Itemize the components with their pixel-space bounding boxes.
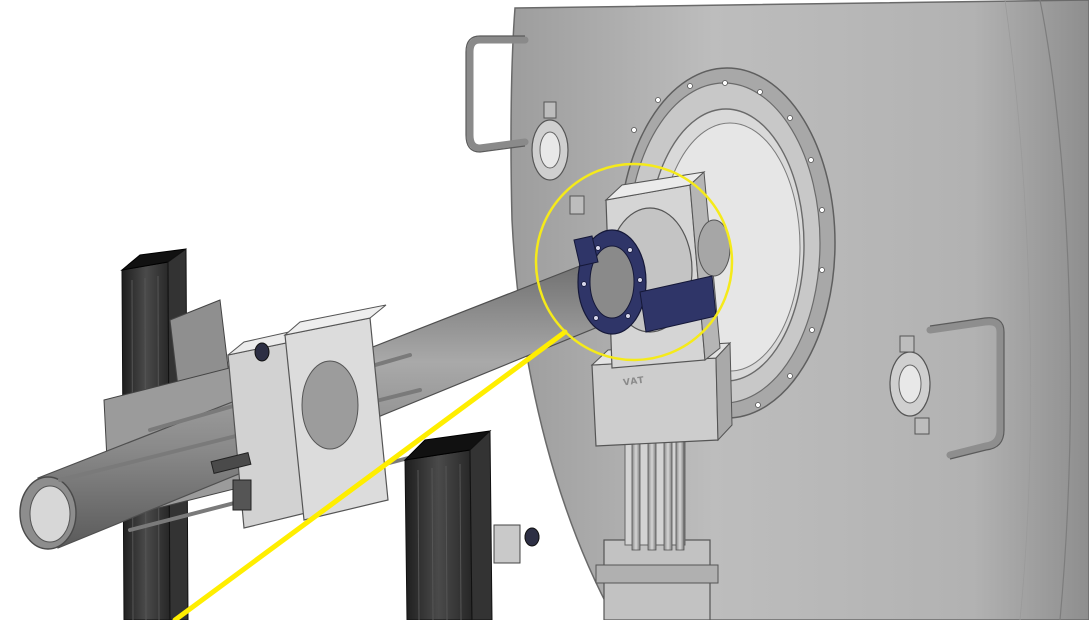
flange-clamp — [573, 229, 717, 335]
handle-upper-outline — [465, 35, 526, 153]
gate-valve-stand — [595, 424, 719, 620]
support-frame-right — [403, 429, 540, 620]
beam-line — [172, 329, 568, 620]
handle-lower-outline — [929, 317, 1005, 460]
handle-lower — [926, 318, 1004, 459]
highlight-ring — [534, 162, 734, 362]
adjustment-knob — [254, 342, 540, 547]
kf-clamp-upper — [531, 101, 585, 215]
kf-clamp-lower — [889, 335, 931, 435]
handle-upper — [466, 36, 529, 152]
carriage-plate — [210, 304, 389, 529]
